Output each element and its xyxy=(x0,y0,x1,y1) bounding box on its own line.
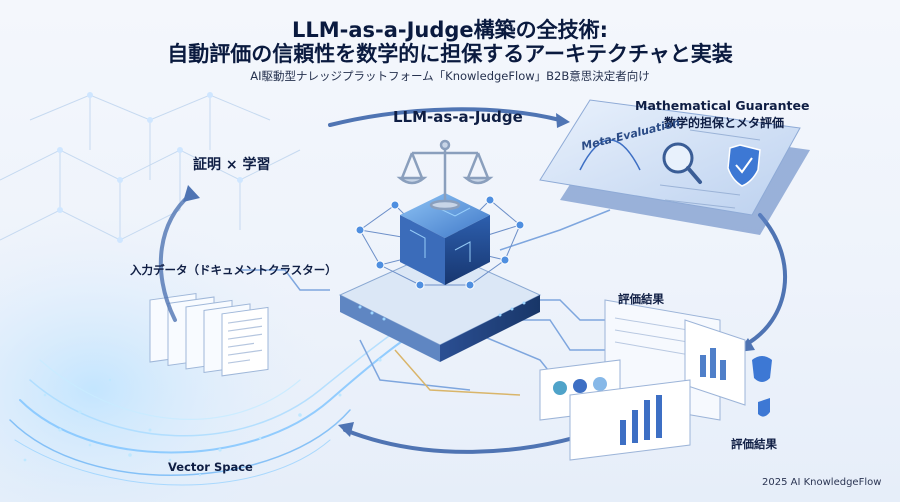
meta-evaluation-panel xyxy=(539,99,810,235)
page-subtitle: AI駆動型ナレッジプラットフォーム「KnowledgeFlow」B2B意思決定者… xyxy=(250,69,650,83)
judge-cube xyxy=(400,193,490,285)
copyright: 2025 AI KnowledgeFlow xyxy=(762,477,882,488)
page-title-line-1: LLM-as-a-Judge構築の全技術: xyxy=(291,18,609,42)
network-nodes xyxy=(57,92,243,243)
justice-scale-icon xyxy=(396,139,494,211)
evaluation-result-label-top: 評価結果 xyxy=(618,292,664,306)
badge-shield-icon xyxy=(758,398,770,417)
judge-platform xyxy=(338,249,542,362)
network-grid xyxy=(0,94,301,241)
input-data-label: 入力データ（ドキュメントクラスター） xyxy=(130,263,337,277)
magnifier-icon xyxy=(662,142,694,174)
proof-learning-label: 証明 × 学習 xyxy=(193,157,271,173)
result-panels xyxy=(539,299,772,461)
math-guarantee-ja-label: 数学的担保とメタ評価 xyxy=(664,116,785,130)
math-guarantee-label: Mathematical Guarantee xyxy=(635,98,810,113)
document-stack xyxy=(149,292,269,377)
gold-circuit-line xyxy=(394,349,521,396)
page-title-line-2: 自動評価の信頼性を数学的に担保するアーキテクチャと実装 xyxy=(167,42,733,66)
vector-space-label: Vector Space xyxy=(168,460,253,474)
judge-label: LLM-as-a-Judge xyxy=(393,108,523,126)
evaluation-result-label-bottom: 評価結果 xyxy=(731,437,777,451)
particle-dots xyxy=(23,358,382,477)
badge-check-icon xyxy=(752,356,772,382)
shield-check-icon xyxy=(727,144,761,187)
